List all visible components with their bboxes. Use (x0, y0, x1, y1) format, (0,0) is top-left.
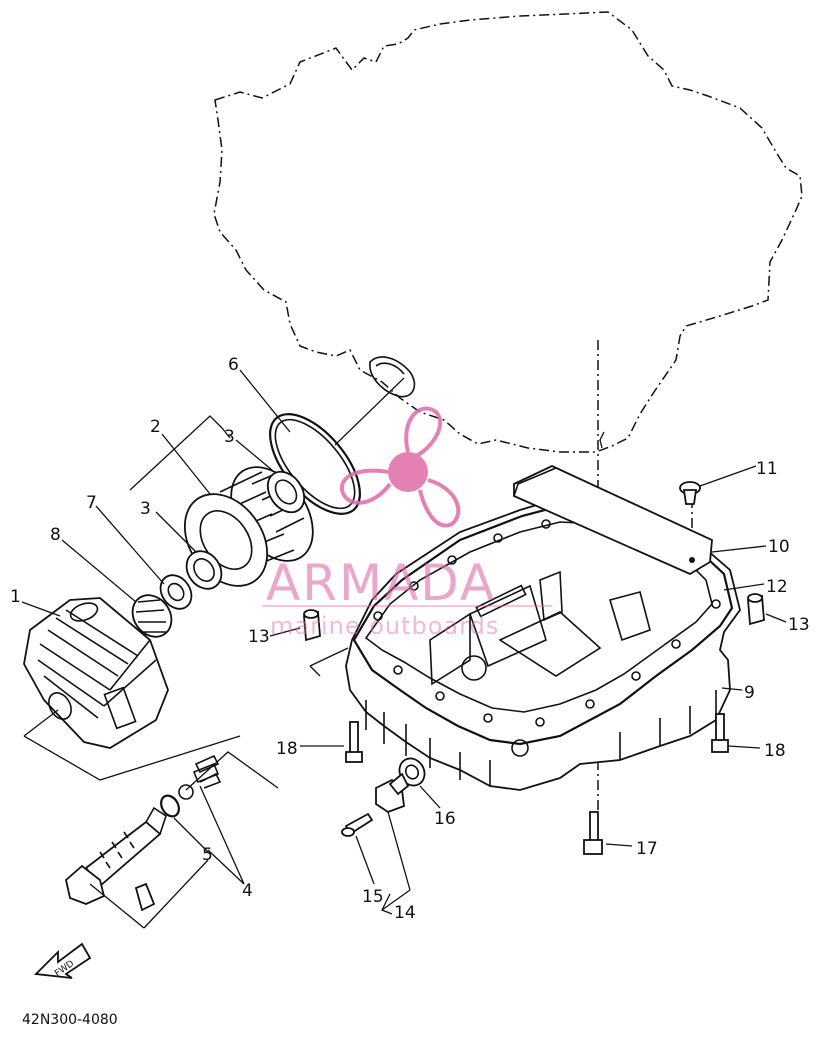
o-ring-5 (160, 784, 194, 818)
oil-pan-9 (345, 497, 741, 791)
callout-16: 16 (434, 809, 456, 829)
watermark-tagline: marine outboards (270, 612, 499, 640)
callout-17: 17 (636, 839, 658, 859)
washer-7 (159, 574, 193, 610)
callout-3-lower: 3 (140, 499, 151, 519)
gasket-3-upper (266, 470, 306, 514)
bolt-17 (583, 811, 603, 855)
screw-11 (679, 481, 701, 505)
drain-plug-14 (375, 772, 410, 814)
front-arrow-icon: FWD (34, 942, 92, 979)
relief-valve-body (65, 806, 167, 912)
bolt-18-left (345, 721, 363, 763)
callout-6: 6 (228, 355, 239, 375)
part-code: 42N300-4080 (22, 1012, 118, 1028)
callout-13-right: 13 (788, 615, 810, 635)
strainer-cover-10 (513, 465, 713, 576)
engine-phantom-outline (213, 11, 803, 453)
watermark: ARMADA marine outboards (262, 406, 552, 640)
gasket-3-lower (185, 550, 223, 590)
callout-1: 1 (10, 587, 21, 607)
callout-3-upper: 3 (224, 427, 235, 447)
callout-5: 5 (202, 845, 213, 865)
callout-15: 15 (362, 887, 384, 907)
callout-8: 8 (50, 525, 61, 545)
callout-4: 4 (242, 881, 253, 901)
callout-2: 2 (150, 417, 161, 437)
watermark-brand: ARMADA (266, 554, 496, 612)
callout-12: 12 (766, 577, 788, 597)
callout-9: 9 (744, 683, 755, 703)
callout-14: 14 (394, 903, 416, 923)
callout-13-left: 13 (248, 627, 270, 647)
callout-18-right: 18 (764, 741, 786, 761)
callout-labels: 1 2 3 3 4 5 6 7 8 9 10 11 12 13 13 14 15… (10, 355, 810, 923)
oil-filter-cover-1 (23, 597, 169, 749)
leader-lines (21, 369, 787, 929)
dowel-pin-13-right (747, 593, 765, 626)
callout-10: 10 (768, 537, 790, 557)
screw-15 (341, 812, 374, 837)
bolt-18-right (711, 713, 729, 753)
callout-7: 7 (86, 493, 97, 513)
callout-11: 11 (756, 459, 778, 479)
union-bolt-8 (131, 594, 173, 638)
dowel-pin-13-left (303, 609, 321, 642)
propeller-logo-icon (339, 406, 461, 528)
callout-18-left: 18 (276, 739, 298, 759)
relief-valve-spring (192, 754, 222, 789)
